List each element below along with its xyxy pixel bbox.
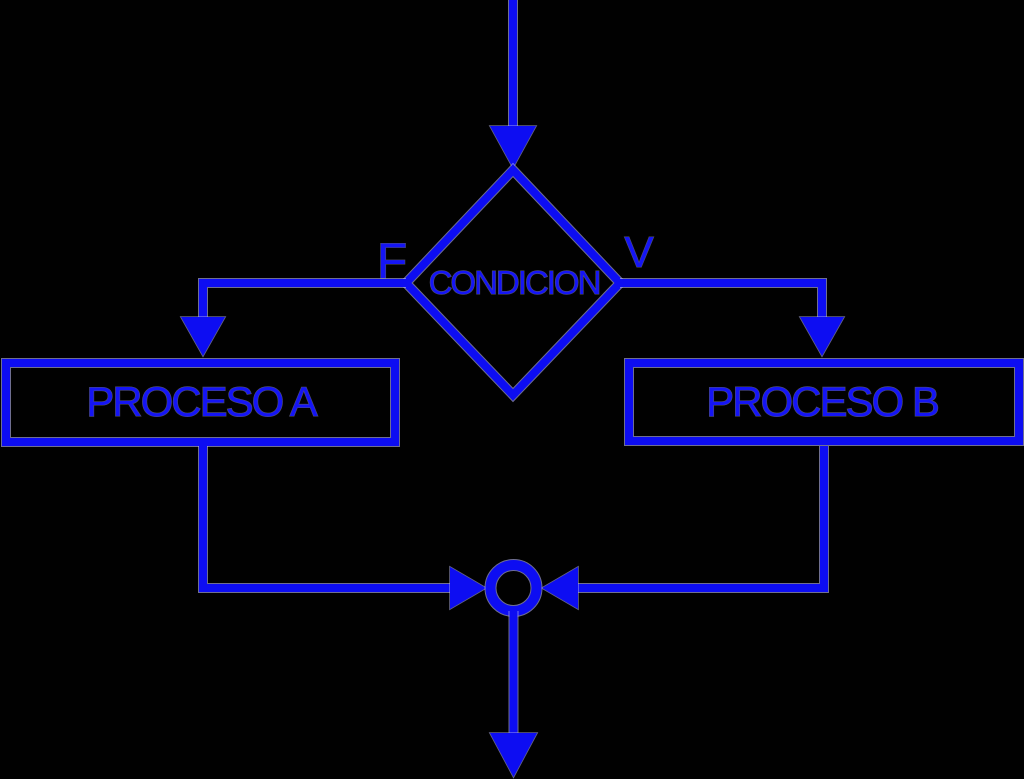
process-a-to-merge-connector	[203, 446, 488, 611]
decision-diamond: CONDICION	[406, 170, 620, 395]
true-branch-arrowhead-icon	[798, 316, 846, 358]
entry-connector	[488, 0, 538, 170]
false-branch-arrowhead-icon	[179, 316, 227, 358]
entry-arrowhead-icon	[488, 125, 538, 170]
exit-arrowhead-icon	[488, 732, 539, 779]
process-b-box: PROCESO B	[629, 363, 1019, 441]
process-a-label: PROCESO A	[86, 378, 317, 425]
exit-connector	[488, 611, 539, 779]
merge-right-arrowhead-icon	[540, 565, 579, 611]
process-a-box: PROCESO A	[6, 363, 395, 442]
process-b-label: PROCESO B	[706, 378, 938, 425]
merge-left-arrowhead-icon	[449, 565, 488, 611]
merge-connector-circle	[491, 565, 537, 611]
decision-label: CONDICION	[429, 264, 600, 301]
true-branch-connector	[620, 283, 846, 358]
process-b-to-merge-connector	[540, 446, 824, 611]
branch-label-true: V	[624, 228, 654, 277]
false-branch-connector	[179, 283, 406, 358]
